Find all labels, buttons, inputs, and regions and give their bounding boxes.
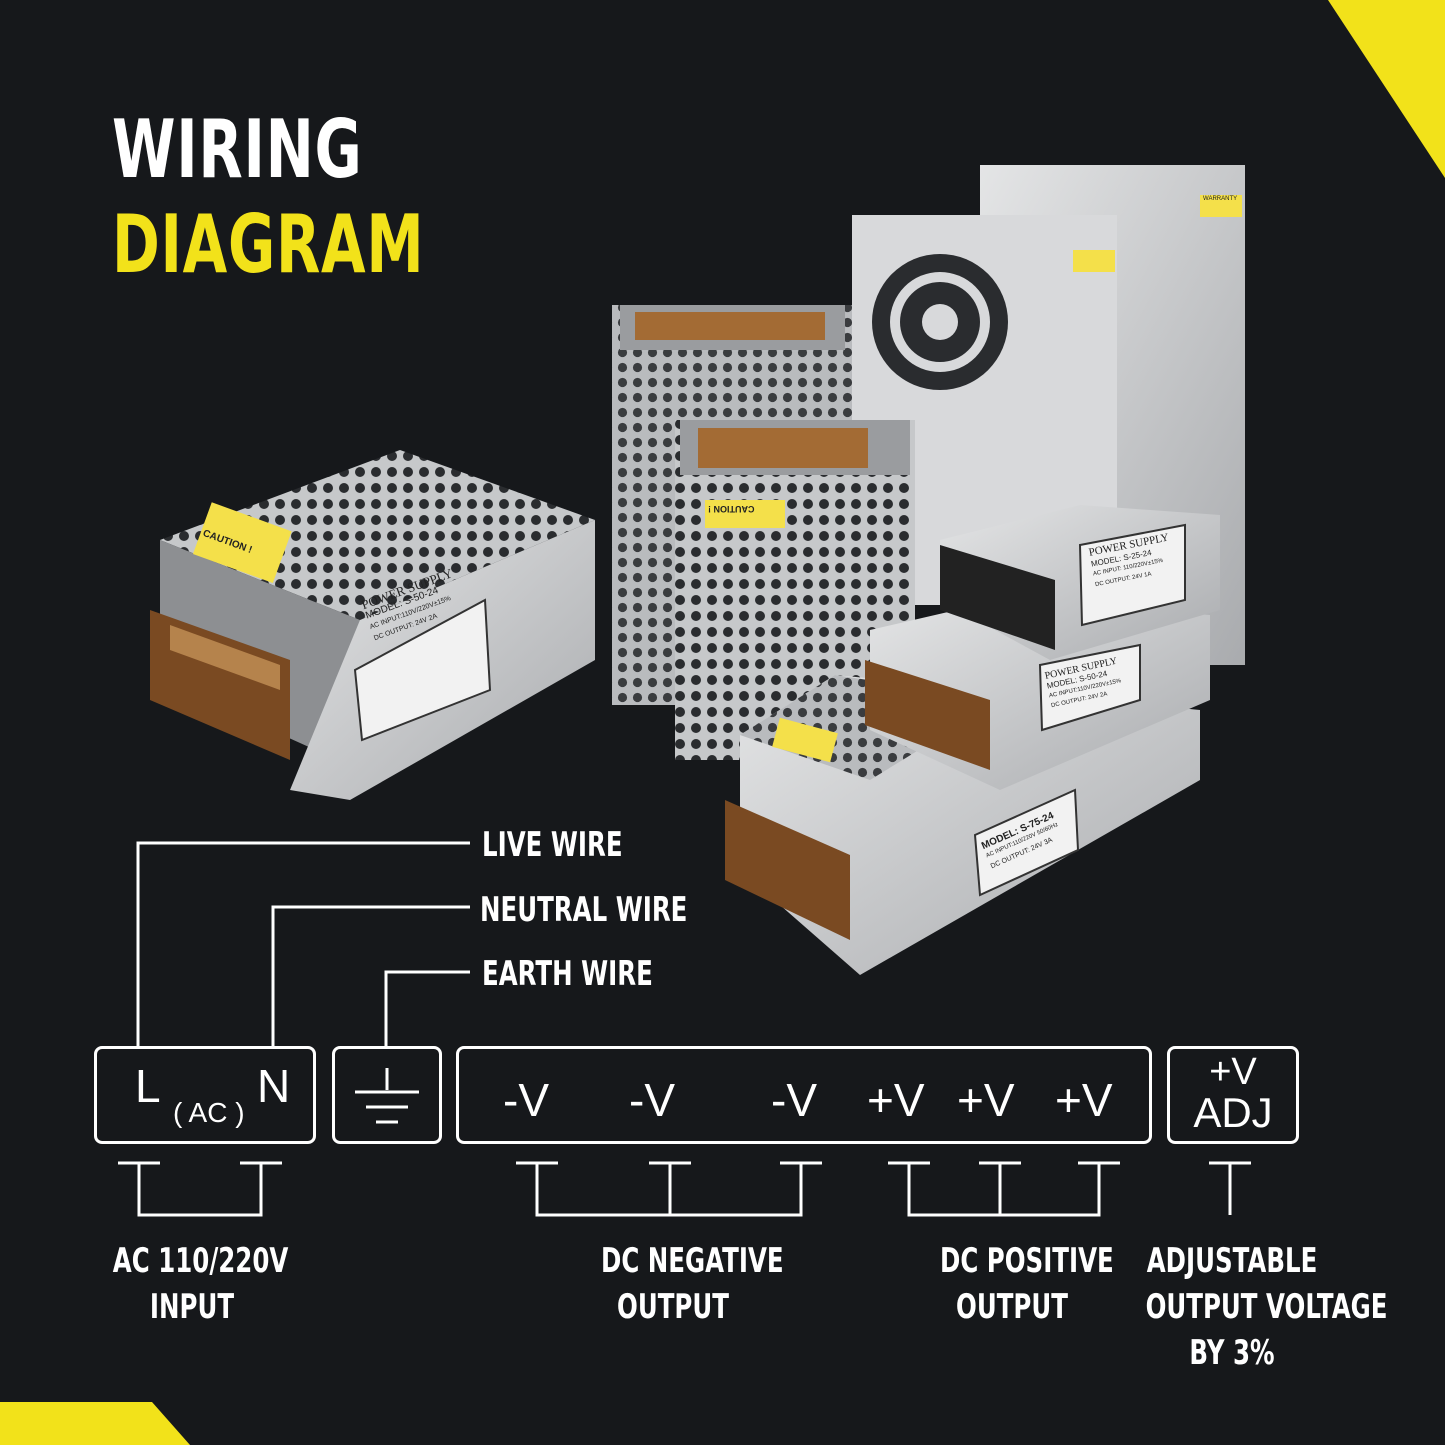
terminal-adj-label: ADJ xyxy=(1193,1089,1273,1136)
terminal-ac-caption: ( AC ) xyxy=(173,1097,245,1128)
live-wire-label: LIVE WIRE xyxy=(482,825,623,865)
dc-negative-label-line-1: DC NEGATIVE xyxy=(601,1241,784,1281)
adjustable-label-line-1: ADJUSTABLE xyxy=(1146,1241,1318,1281)
earth-wire-line xyxy=(384,970,470,1047)
terminal-adj-v: +V xyxy=(1209,1051,1257,1093)
dc-positive-label-line-2: OUTPUT xyxy=(956,1287,1068,1327)
power-supply-unit-s-25-24 xyxy=(940,505,1220,660)
terminal-positive-1: +V xyxy=(867,1074,925,1126)
live-wire-line xyxy=(136,841,470,1047)
adjustable-label-line-3: BY 3% xyxy=(1189,1333,1275,1373)
bottom-left-accent xyxy=(0,1402,190,1445)
dc-positive-label-line-1: DC POSITIVE xyxy=(940,1241,1114,1281)
product-label xyxy=(1038,643,1141,732)
earth-symbol xyxy=(355,1068,419,1124)
ac-input-label: AC 110/220V INPUT xyxy=(112,1238,289,1330)
earth-wire-label: EARTH WIRE xyxy=(482,954,653,994)
dc-negative-label: DC NEGATIVE OUTPUT xyxy=(601,1238,784,1330)
front-unit-caution: CAUTION ! xyxy=(708,504,755,514)
dc-negative-bracket xyxy=(516,1161,822,1217)
title-line-2: DIAGRAM xyxy=(112,198,425,291)
dc-negative-label-line-2: OUTPUT xyxy=(617,1287,729,1327)
dc-positive-bracket xyxy=(888,1161,1120,1217)
top-right-accent xyxy=(1328,0,1445,178)
title-line-1: WIRING xyxy=(112,103,363,196)
adjustable-label-line-2: OUTPUT VOLTAGE xyxy=(1145,1287,1388,1327)
terminal-positive-2: +V xyxy=(957,1074,1015,1126)
adjustable-bracket xyxy=(1209,1161,1251,1215)
terminal-negative-3: -V xyxy=(771,1074,817,1126)
power-supply-unit-left xyxy=(150,450,595,800)
terminal-positive-3: +V xyxy=(1055,1074,1113,1126)
neutral-wire-line xyxy=(271,905,470,1047)
adj-terminal-box: +V ADJ xyxy=(1167,1046,1299,1144)
product-label xyxy=(973,788,1080,897)
earth-terminal-box xyxy=(332,1046,442,1144)
ac-input-terminal-box: L ( AC ) N xyxy=(94,1046,316,1144)
terminal-n: N xyxy=(257,1060,291,1112)
product-label xyxy=(1078,523,1186,627)
dc-positive-label: DC POSITIVE OUTPUT xyxy=(940,1238,1114,1330)
terminal-l: L xyxy=(135,1060,161,1112)
power-supply-unit-s-50-24-small xyxy=(865,600,1210,790)
ac-input-label-line-2: INPUT xyxy=(149,1287,235,1327)
terminal-negative-2: -V xyxy=(629,1074,675,1126)
back-unit-warranty: WARRANTY xyxy=(1203,196,1238,202)
ac-input-bracket xyxy=(118,1161,282,1217)
caution-sticker xyxy=(705,500,785,528)
dc-output-terminal-box: -V -V -V +V +V +V xyxy=(456,1046,1152,1144)
terminal-negative-1: -V xyxy=(503,1074,549,1126)
caution-sticker xyxy=(192,502,292,584)
product-label xyxy=(353,598,492,742)
ac-input-label-line-1: AC 110/220V xyxy=(112,1241,289,1281)
adjustable-label: ADJUSTABLE OUTPUT VOLTAGE BY 3% xyxy=(1145,1238,1388,1376)
neutral-wire-label: NEUTRAL WIRE xyxy=(480,890,688,930)
